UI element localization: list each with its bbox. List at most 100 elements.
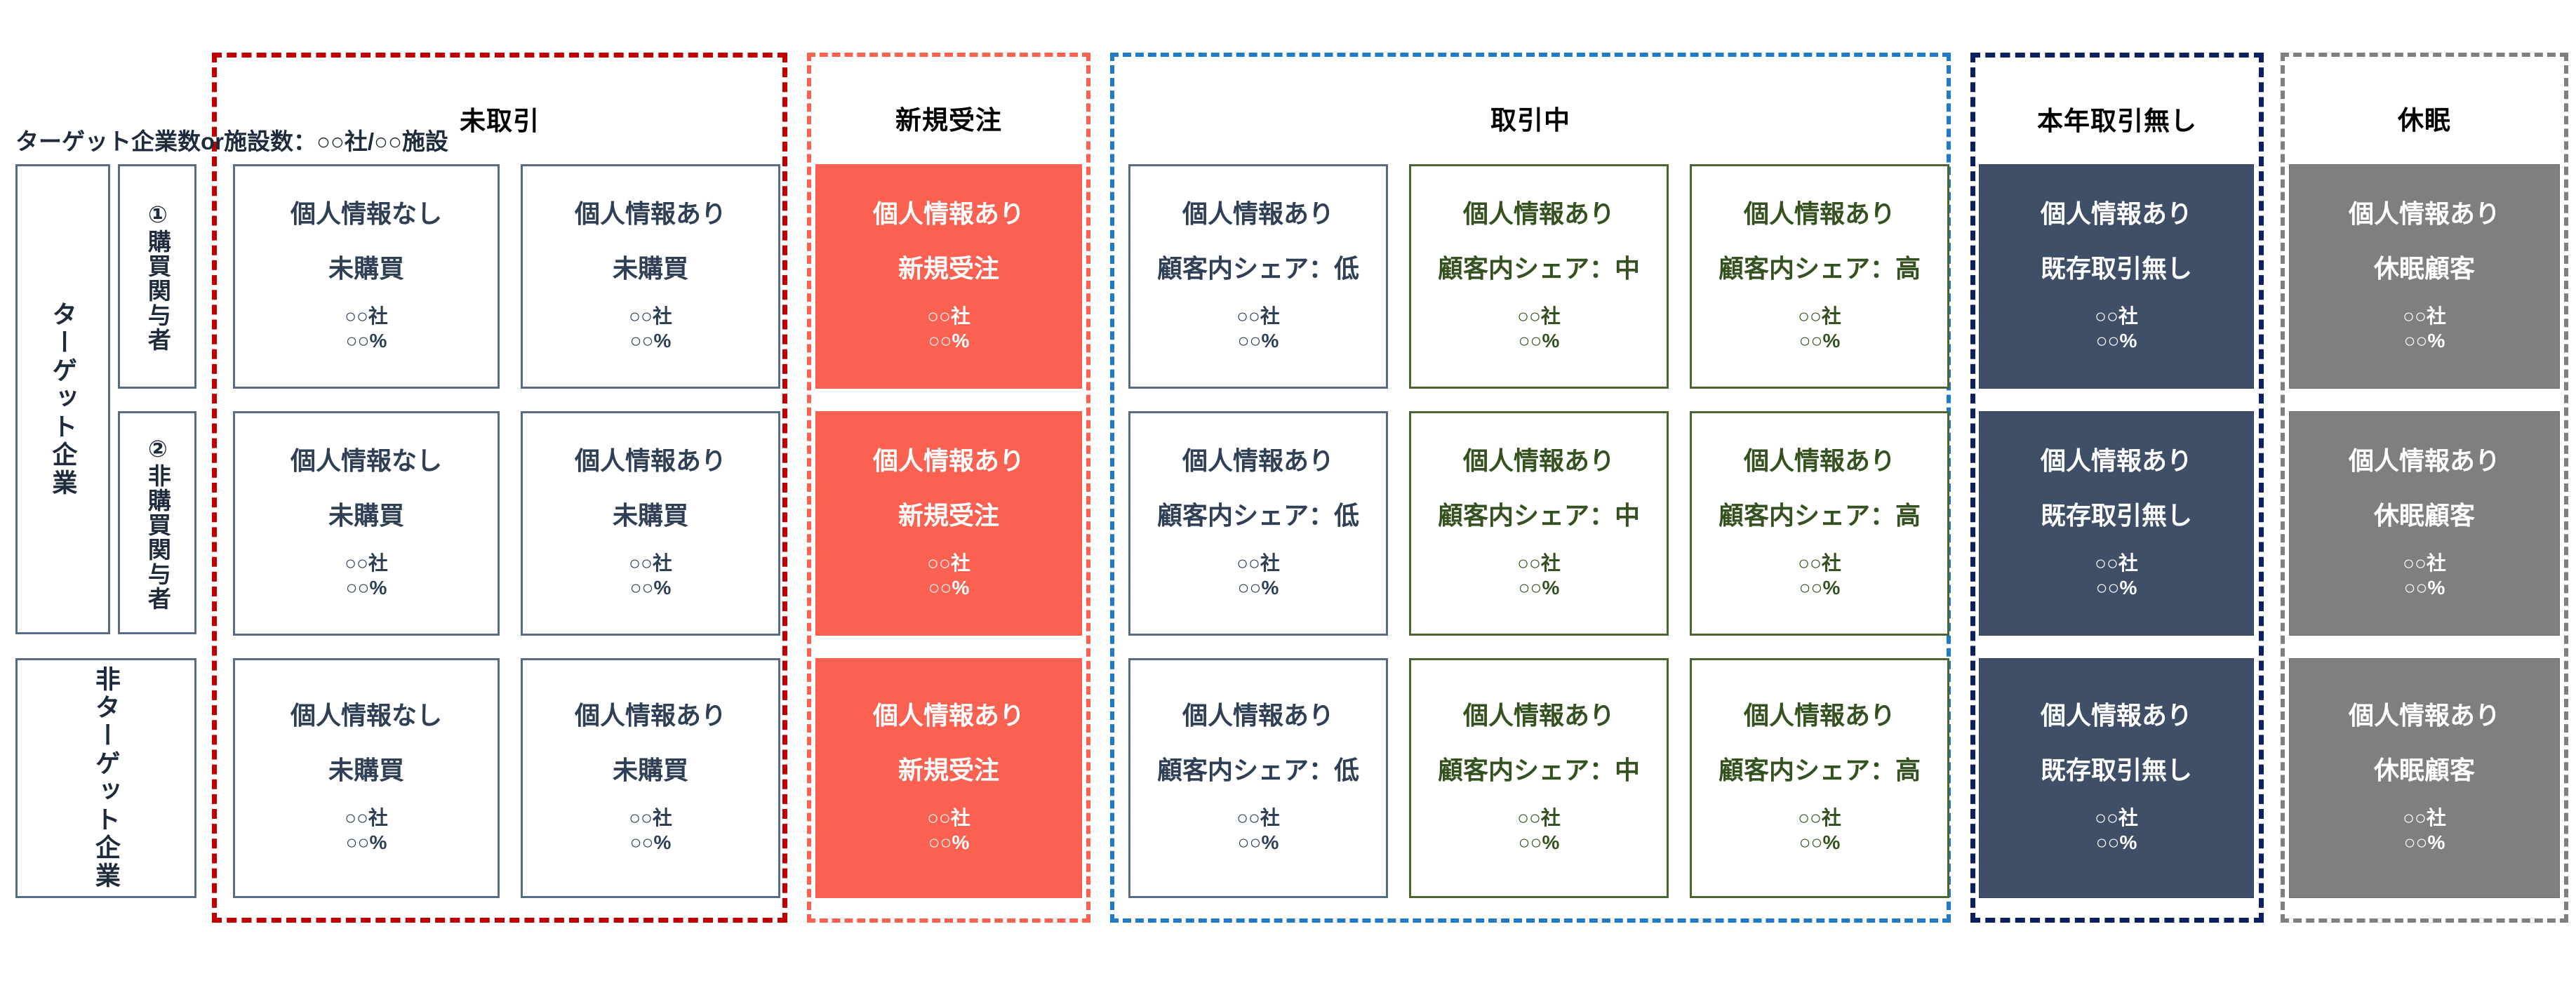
cell-percent-value: ○○%: [1237, 576, 1279, 599]
group-box-new-order: 新規受注: [807, 53, 1090, 923]
cell-companies-value: ○○社: [2403, 807, 2446, 829]
cell-percent-value: ○○%: [629, 329, 672, 352]
cell-r1-c7[interactable]: 個人情報あり 既存取引無し ○○社 ○○%: [1979, 164, 2254, 389]
cell-privacy-label: 個人情報あり: [1182, 199, 1334, 229]
cell-r1-c2[interactable]: 個人情報あり 未購買 ○○社 ○○%: [521, 164, 780, 389]
cell-percent-value: ○○%: [928, 831, 970, 853]
axis-label-row1: ①購買関与者: [145, 201, 171, 352]
cell-r3-c1[interactable]: 個人情報なし 未購買 ○○社 ○○%: [233, 658, 500, 898]
cell-privacy-label: 個人情報あり: [2348, 446, 2500, 476]
cell-companies-value: ○○社: [2095, 807, 2138, 829]
cell-percent-value: ○○%: [2403, 329, 2445, 352]
cell-r3-c3[interactable]: 個人情報あり 新規受注 ○○社 ○○%: [815, 658, 1082, 898]
cell-privacy-label: 個人情報あり: [574, 199, 726, 229]
cell-privacy-label: 個人情報なし: [290, 446, 442, 476]
cell-r3-c7[interactable]: 個人情報あり 既存取引無し ○○社 ○○%: [1979, 658, 2254, 898]
group-title-in-progress: 取引中: [1490, 106, 1570, 135]
group-title-dormant: 休眠: [2398, 106, 2451, 135]
cell-privacy-label: 個人情報あり: [574, 701, 726, 730]
cell-r2-c6[interactable]: 個人情報あり 顧客内シェア：高 ○○社 ○○%: [1690, 411, 1949, 636]
cell-privacy-label: 個人情報あり: [2040, 199, 2192, 229]
cell-r2-c8[interactable]: 個人情報あり 休眠顧客 ○○社 ○○%: [2289, 411, 2560, 636]
cell-r3-c6[interactable]: 個人情報あり 顧客内シェア：高 ○○社 ○○%: [1690, 658, 1949, 898]
cell-companies-value: ○○社: [1236, 305, 1280, 328]
cell-r3-c4[interactable]: 個人情報あり 顧客内シェア：低 ○○社 ○○%: [1128, 658, 1388, 898]
cell-percent-value: ○○%: [1798, 576, 1841, 599]
cell-privacy-label: 個人情報あり: [1462, 446, 1615, 476]
cell-privacy-label: 個人情報あり: [872, 701, 1025, 730]
cell-percent-value: ○○%: [1518, 329, 1560, 352]
group-title-new-order: 新規受注: [895, 106, 1002, 135]
axis-box-row1: ①購買関与者: [118, 164, 196, 389]
cell-percent-value: ○○%: [2403, 831, 2445, 853]
cell-companies-value: ○○社: [1798, 552, 1841, 575]
cell-companies-value: ○○社: [629, 552, 672, 575]
cell-r1-c3[interactable]: 個人情報あり 新規受注 ○○社 ○○%: [815, 164, 1082, 389]
cell-privacy-label: 個人情報なし: [290, 199, 442, 229]
cell-status-label: 未購買: [612, 500, 688, 530]
cell-r1-c1[interactable]: 個人情報なし 未購買 ○○社 ○○%: [233, 164, 500, 389]
cell-companies-value: ○○社: [2095, 305, 2138, 328]
cell-privacy-label: 個人情報あり: [1743, 701, 1895, 730]
cell-privacy-label: 個人情報なし: [290, 701, 442, 730]
cell-percent-value: ○○%: [2403, 576, 2445, 599]
cell-status-label: 新規受注: [897, 500, 999, 530]
cell-r3-c5[interactable]: 個人情報あり 顧客内シェア：中 ○○社 ○○%: [1409, 658, 1669, 898]
cell-status-label: 顧客内シェア：高: [1718, 755, 1921, 784]
cell-companies-value: ○○社: [345, 807, 388, 829]
cell-r3-c8[interactable]: 個人情報あり 休眠顧客 ○○社 ○○%: [2289, 658, 2560, 898]
cell-percent-value: ○○%: [2095, 329, 2137, 352]
cell-privacy-label: 個人情報あり: [2040, 701, 2192, 730]
cell-status-label: 顧客内シェア：高: [1718, 500, 1921, 530]
axis-box-target-company: ターゲット企業: [15, 164, 110, 634]
cell-percent-value: ○○%: [2095, 831, 2137, 853]
cell-companies-value: ○○社: [927, 552, 970, 575]
cell-r2-c3[interactable]: 個人情報あり 新規受注 ○○社 ○○%: [815, 411, 1082, 636]
cell-companies-value: ○○社: [2095, 552, 2138, 575]
cell-r3-c2[interactable]: 個人情報あり 未購買 ○○社 ○○%: [521, 658, 780, 898]
cell-r2-c2[interactable]: 個人情報あり 未購買 ○○社 ○○%: [521, 411, 780, 636]
cell-companies-value: ○○社: [1517, 552, 1561, 575]
cell-percent-value: ○○%: [928, 576, 970, 599]
cell-percent-value: ○○%: [1518, 576, 1560, 599]
cell-status-label: 顧客内シェア：高: [1718, 253, 1921, 283]
cell-r2-c7[interactable]: 個人情報あり 既存取引無し ○○社 ○○%: [1979, 411, 2254, 636]
cell-status-label: 新規受注: [897, 253, 999, 283]
cell-percent-value: ○○%: [1798, 329, 1841, 352]
cell-privacy-label: 個人情報あり: [1462, 199, 1615, 229]
cell-status-label: 顧客内シェア：中: [1437, 500, 1640, 530]
group-title-untraded: 未取引: [460, 107, 540, 135]
cell-status-label: 休眠顧客: [2373, 755, 2475, 784]
axis-label-non-target-company: 非ターゲット企業: [91, 666, 121, 890]
cell-companies-value: ○○社: [345, 552, 388, 575]
cell-r1-c5[interactable]: 個人情報あり 顧客内シェア：中 ○○社 ○○%: [1409, 164, 1669, 389]
cell-percent-value: ○○%: [629, 831, 672, 853]
cell-privacy-label: 個人情報あり: [872, 199, 1025, 229]
axis-box-row2: ②非購買関与者: [118, 411, 196, 634]
cell-r2-c5[interactable]: 個人情報あり 顧客内シェア：中 ○○社 ○○%: [1409, 411, 1669, 636]
cell-status-label: 顧客内シェア：低: [1156, 755, 1359, 784]
cell-percent-value: ○○%: [928, 329, 970, 352]
cell-status-label: 新規受注: [897, 755, 999, 784]
cell-r1-c8[interactable]: 個人情報あり 休眠顧客 ○○社 ○○%: [2289, 164, 2560, 389]
axis-label-row2: ②非購買関与者: [145, 434, 171, 611]
cell-percent-value: ○○%: [2095, 576, 2137, 599]
cell-status-label: 未購買: [328, 755, 404, 784]
target-count-note: ターゲット企業数or施設数：○○社/○○施設: [15, 128, 448, 154]
cell-privacy-label: 個人情報あり: [1462, 701, 1615, 730]
cell-privacy-label: 個人情報あり: [1743, 199, 1895, 229]
cell-r2-c1[interactable]: 個人情報なし 未購買 ○○社 ○○%: [233, 411, 500, 636]
cell-companies-value: ○○社: [1236, 552, 1280, 575]
cell-status-label: 既存取引無し: [2040, 500, 2192, 530]
cell-status-label: 既存取引無し: [2040, 755, 2192, 784]
cell-r1-c6[interactable]: 個人情報あり 顧客内シェア：高 ○○社 ○○%: [1690, 164, 1949, 389]
cell-r2-c4[interactable]: 個人情報あり 顧客内シェア：低 ○○社 ○○%: [1128, 411, 1388, 636]
cell-percent-value: ○○%: [345, 329, 387, 352]
cell-percent-value: ○○%: [1237, 329, 1279, 352]
cell-status-label: 未購買: [328, 500, 404, 530]
cell-status-label: 未購買: [612, 253, 688, 283]
cell-r1-c4[interactable]: 個人情報あり 顧客内シェア：低 ○○社 ○○%: [1128, 164, 1388, 389]
cell-percent-value: ○○%: [345, 831, 387, 853]
cell-privacy-label: 個人情報あり: [2040, 446, 2192, 476]
cell-percent-value: ○○%: [1237, 831, 1279, 853]
